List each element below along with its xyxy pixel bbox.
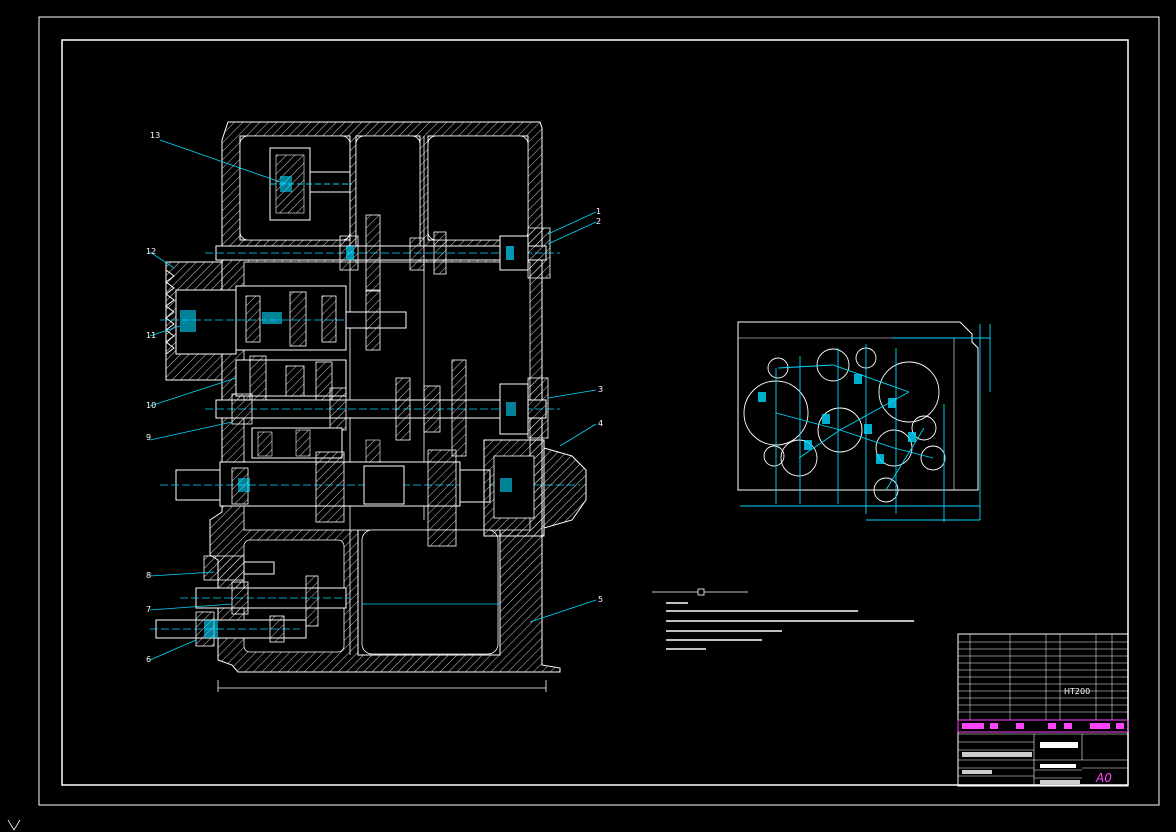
callout-6: 6: [146, 655, 151, 664]
technical-requirements-notes: [652, 588, 914, 650]
housing-inner-cavity-top-right: [427, 135, 529, 241]
side-view-housing-outline: [737, 321, 979, 491]
callout-5: 5: [598, 595, 603, 604]
callout-3: 3: [598, 385, 603, 394]
material-code: HT200: [1064, 687, 1090, 696]
parts-list-header-band: [957, 719, 1129, 733]
top-auxiliary-unit: [269, 147, 352, 221]
title-block: HT200 A0: [957, 633, 1129, 787]
callout-2: 2: [596, 217, 601, 226]
ucs-icon: [7, 819, 21, 831]
sheet-size-label: A0: [1095, 771, 1112, 785]
callout-4: 4: [598, 419, 603, 428]
inner-drawing-frame: [61, 39, 1129, 786]
callout-10: 10: [146, 401, 156, 410]
callout-12: 12: [146, 247, 156, 256]
part-callouts: 13 1 2 3 4 5 6 7 8 9 10 11 12: [146, 131, 603, 664]
callout-9: 9: [146, 433, 151, 442]
housing-inner-cavity-bottom: [361, 529, 499, 655]
callout-13: 13: [150, 131, 160, 140]
callout-11: 11: [146, 331, 156, 340]
shaft-three: [235, 355, 347, 403]
callout-1: 1: [596, 207, 601, 216]
overall-width-dimension: [217, 603, 547, 692]
lower-auxiliary-shafts: [150, 555, 350, 647]
main-spindle: [160, 439, 587, 547]
gearbox-section-view: [150, 121, 587, 692]
input-shaft-assembly: [160, 285, 407, 351]
outer-sheet-border: [38, 16, 1160, 806]
shaft-four: [205, 359, 560, 457]
v-belt-pulley: [165, 261, 237, 381]
gear-arrangement-side-view: [737, 321, 991, 522]
callout-7: 7: [146, 605, 151, 614]
shaft-one: [205, 214, 560, 292]
callout-8: 8: [146, 571, 151, 580]
